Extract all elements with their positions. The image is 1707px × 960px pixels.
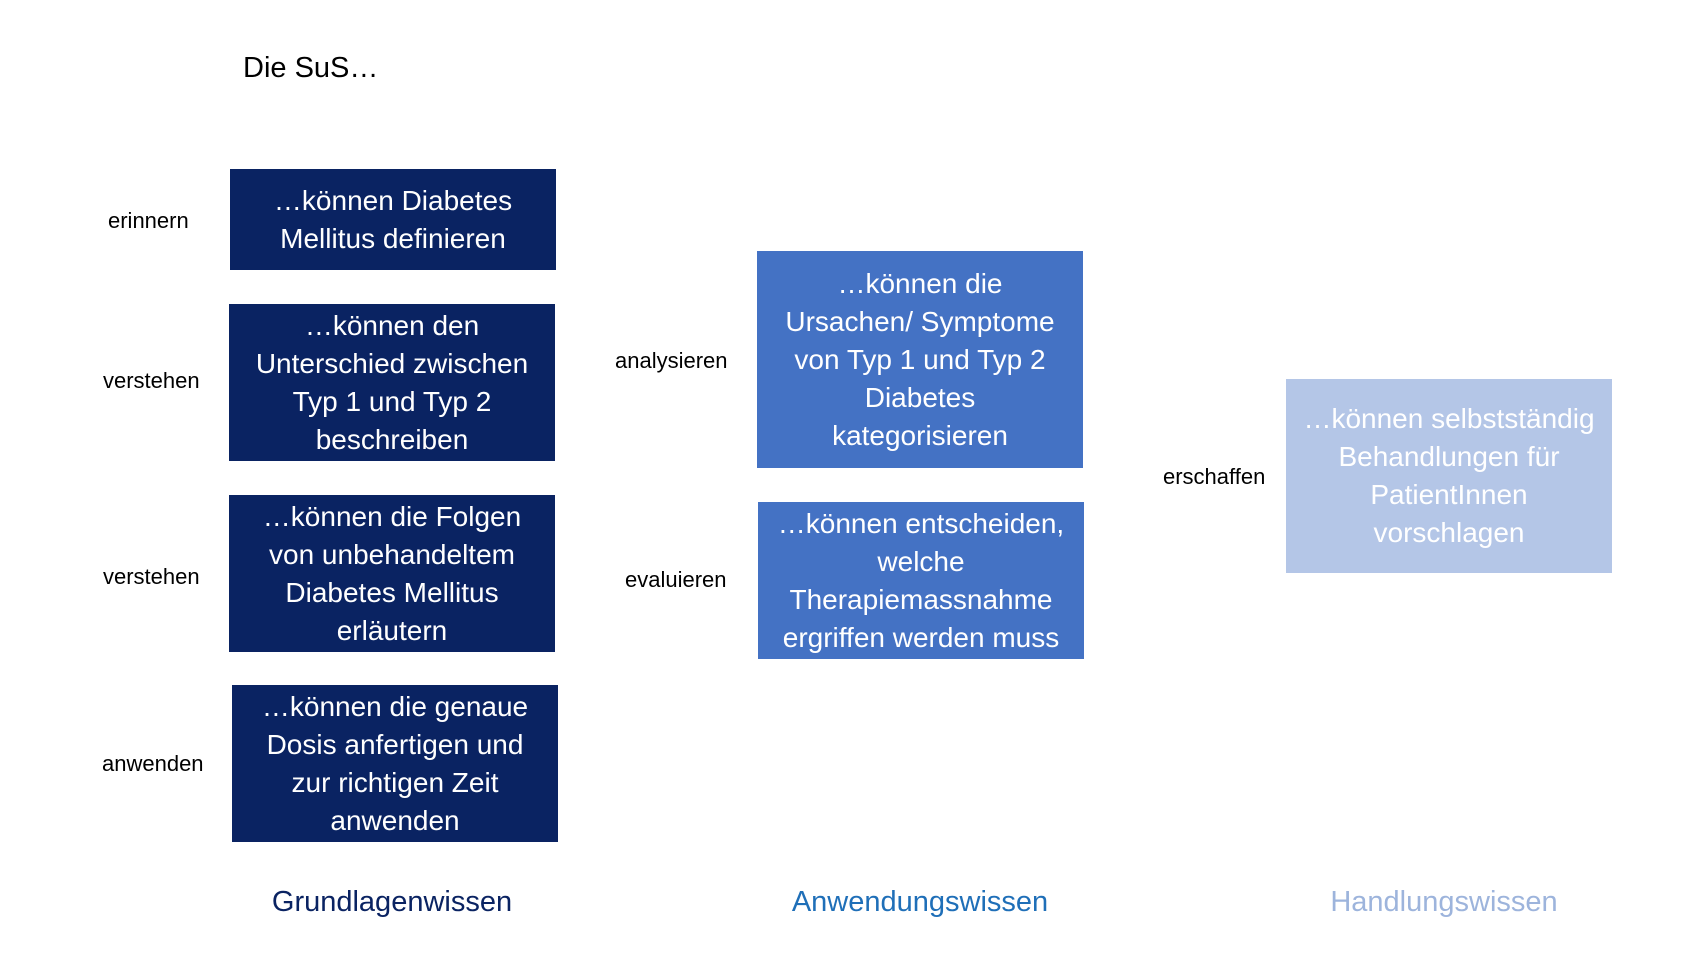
box-dosis-anwenden: …können die genaue Dosis anfertigen und … [232,685,558,842]
box-unterschied-beschreiben: …können den Unterschied zwischen Typ 1 u… [229,304,555,461]
verb-label-erinnern: erinnern [108,208,189,233]
verb-label-anwenden: anwenden [102,751,204,776]
box-text: …können die Folgen von unbehandeltem Dia… [262,500,522,646]
intro-text: Die SuS… [243,52,379,84]
column-label-handlungswissen: Handlungswissen [1330,886,1558,918]
box-behandlungen-vorschlagen: …können selbstständig Behandlungen für P… [1286,379,1612,573]
box-text: …können die genaue Dosis anfertigen und … [261,690,529,836]
box-therapie-entscheiden: …können entscheiden, welche Therapiemass… [758,502,1084,659]
verb-label-verstehen-1: verstehen [103,368,200,393]
box-ursachen-kategorisieren: …können die Ursachen/ Symptome von Typ 1… [757,251,1083,468]
verb-label-analysieren: analysieren [615,348,728,373]
box-text: …können selbstständig Behandlungen für P… [1303,403,1595,548]
verb-label-verstehen-2: verstehen [103,564,200,589]
verb-label-evaluieren: evaluieren [625,567,727,592]
box-diabetes-definieren: …können Diabetes Mellitus definieren [230,169,556,270]
box-text: …können den Unterschied zwischen Typ 1 u… [255,309,529,455]
box-text: …können Diabetes Mellitus definieren [273,184,513,254]
box-text: …können die Ursachen/ Symptome von Typ 1… [785,267,1055,451]
box-folgen-erlaeutern: …können die Folgen von unbehandeltem Dia… [229,495,555,652]
box-text: …können entscheiden, welche Therapiemass… [777,507,1065,653]
column-label-anwendungswissen: Anwendungswissen [791,886,1049,918]
column-label-grundlagenwissen: Grundlagenwissen [271,886,513,918]
verb-label-erschaffen: erschaffen [1163,464,1266,489]
